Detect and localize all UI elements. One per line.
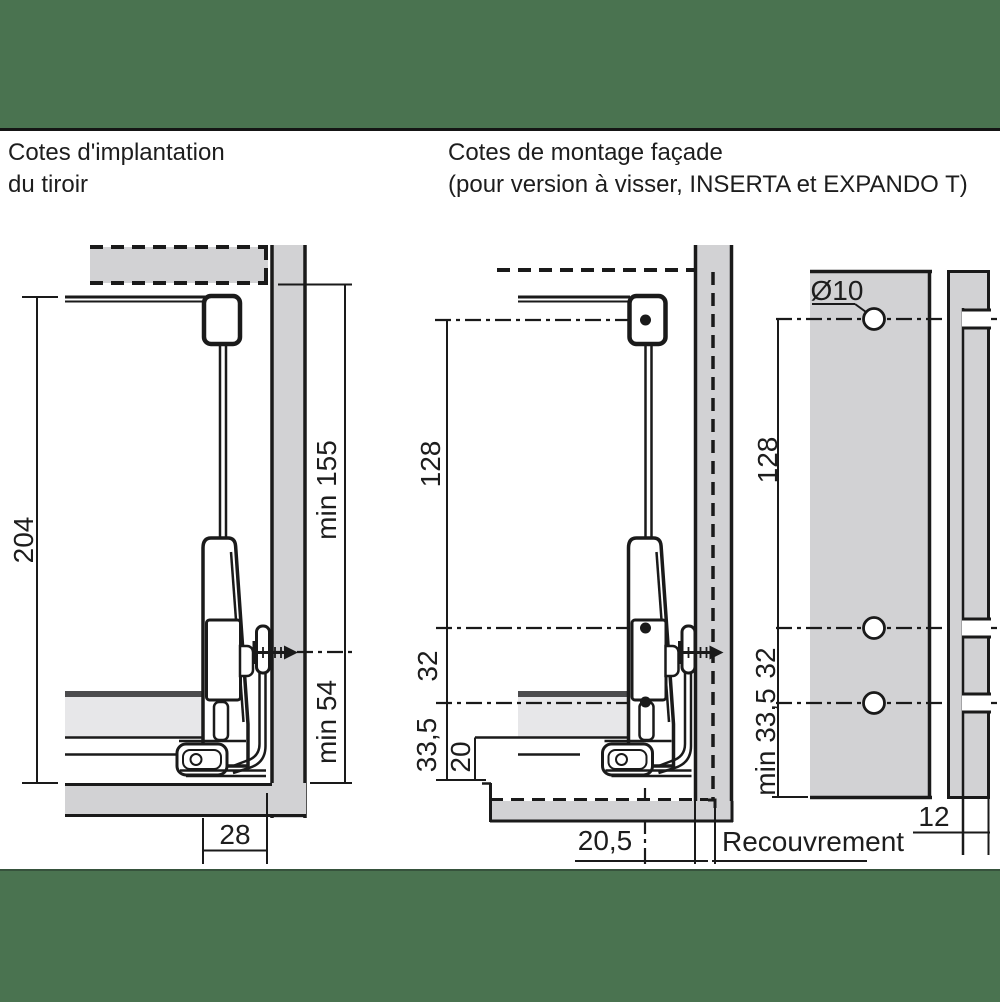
- title-implantation-line2: du tiroir: [8, 171, 89, 198]
- title-implantation-line1: Cotes d'implantation: [8, 139, 225, 166]
- dim-label-128-facade: 128: [752, 436, 783, 484]
- dim-label-20-montage: 20: [445, 741, 476, 773]
- dim-label-33-5-montage: 33,5: [411, 717, 442, 773]
- background-band-top: [0, 0, 1000, 131]
- dim-label-32-facade: 32: [750, 647, 781, 679]
- dim-label-min-155: min 155: [311, 440, 342, 540]
- hole-cross-sections: [962, 308, 991, 714]
- dim-label-min-54: min 54: [311, 679, 342, 765]
- diagram-montage-facade: [435, 245, 867, 864]
- title-montage-line1: Cotes de montage façade: [448, 139, 723, 166]
- screw-hole-middle: [862, 616, 886, 640]
- dim-label-12: 12: [918, 801, 950, 832]
- dimension-lines-facade: [772, 319, 808, 798]
- dim-label-32-montage: 32: [412, 650, 443, 682]
- diagram-facade-views: [772, 269, 997, 855]
- screw-hole-bottom: [862, 691, 886, 715]
- technical-drawing: [22, 245, 997, 864]
- drawer-bottom-panel: [65, 691, 203, 737]
- diagram-implantation: [22, 245, 352, 864]
- cabinet-top-panel: [90, 247, 268, 283]
- cabinet-bottom-panel-2: [490, 801, 733, 822]
- dim-label-min-33-5-facade: min 33,5: [750, 688, 781, 796]
- drawer-bottom-panel-2: [518, 691, 634, 737]
- label-recouvrement: Recouvrement: [722, 826, 905, 857]
- cabinet-bottom-panel: [65, 783, 306, 817]
- facade-side-view: [947, 270, 990, 799]
- screw-hole-top: [862, 307, 886, 331]
- title-montage-line2: (pour version à visser, INSERTA et EXPAN…: [448, 171, 968, 198]
- title-implantation: Cotes d'implantation du tiroir: [8, 137, 225, 201]
- dim-label-28: 28: [219, 819, 251, 850]
- dim-label-hole-diameter: Ø10: [810, 275, 864, 306]
- title-montage: Cotes de montage façade (pour version à …: [448, 137, 968, 201]
- dim-label-128-montage: 128: [415, 440, 446, 488]
- dim-label-204: 204: [8, 516, 39, 564]
- dimension-lines-implantation: [22, 285, 352, 864]
- diagram-area: Cotes d'implantation du tiroir Cotes de …: [0, 131, 1000, 869]
- dim-label-20-5: 20,5: [577, 825, 633, 856]
- facade-front-view: [810, 270, 930, 799]
- dimension-lines-thickness: [913, 799, 990, 855]
- dimension-lines-montage: [436, 320, 867, 864]
- facade-panel-section: [271, 245, 306, 818]
- background-band-bottom: [0, 869, 1000, 1002]
